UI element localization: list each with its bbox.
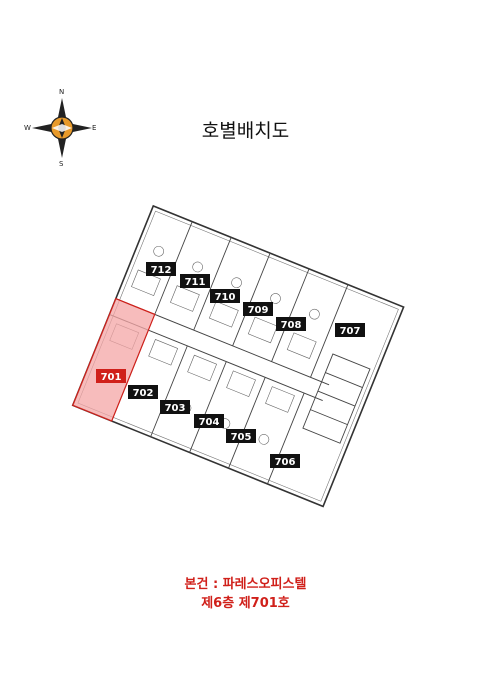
unit-label-704: 704 <box>194 414 224 428</box>
compass-e: E <box>92 124 97 132</box>
svg-text:707: 707 <box>340 326 361 337</box>
unit-701-highlight <box>71 297 156 422</box>
unit-label-702: 702 <box>128 385 158 399</box>
compass-icon <box>32 98 92 158</box>
compass-n: N <box>59 88 65 96</box>
unit-label-712: 712 <box>146 262 176 276</box>
unit-label-709: 709 <box>243 302 273 316</box>
floor-plan: 712 711 710 709 708 707 701 702 <box>71 204 405 508</box>
svg-text:703: 703 <box>165 403 186 414</box>
svg-text:712: 712 <box>151 265 172 276</box>
unit-label-706: 706 <box>270 454 300 468</box>
unit-label-707: 707 <box>335 323 365 337</box>
svg-text:709: 709 <box>248 305 269 316</box>
page-title: 호별배치도 <box>201 120 290 142</box>
unit-label-703: 703 <box>160 400 190 414</box>
svg-text:702: 702 <box>133 388 154 399</box>
caption-building: 본건 : 파레스오피스텔 <box>184 577 307 592</box>
unit-label-710: 710 <box>210 289 240 303</box>
svg-text:710: 710 <box>215 292 236 303</box>
unit-label-708: 708 <box>276 317 306 331</box>
compass-w: W <box>24 124 31 132</box>
unit-label-705: 705 <box>226 429 256 443</box>
unit-label-701: 701 <box>96 369 126 383</box>
compass-s: S <box>59 160 64 168</box>
svg-text:705: 705 <box>231 432 252 443</box>
unit-label-711: 711 <box>180 274 210 288</box>
svg-text:701: 701 <box>101 372 122 383</box>
svg-text:708: 708 <box>281 320 302 331</box>
compass-rose: N S W E <box>24 88 98 168</box>
caption-unit: 제6층 제701호 <box>201 596 290 611</box>
svg-text:706: 706 <box>275 457 296 468</box>
svg-text:704: 704 <box>199 417 220 428</box>
svg-text:711: 711 <box>185 277 206 288</box>
